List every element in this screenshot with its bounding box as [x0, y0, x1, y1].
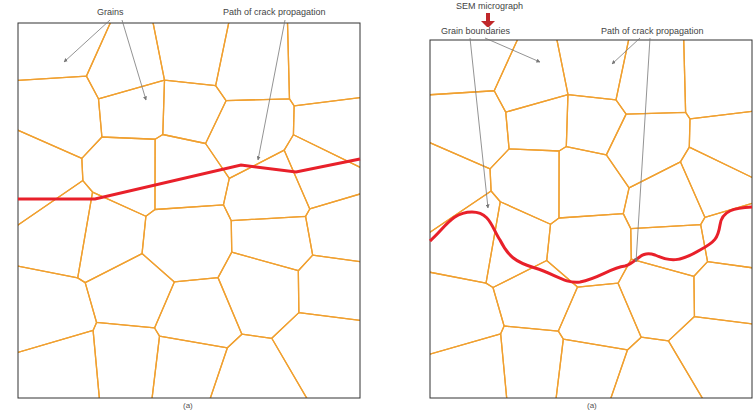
grain-boundary [430, 272, 504, 355]
grain-boundary [18, 266, 97, 353]
grain-boundary [155, 134, 229, 209]
panel-caption: (a) [586, 402, 598, 411]
grain-boundaries [18, 23, 360, 398]
leader-line [258, 20, 285, 160]
grain-boundary [506, 95, 568, 151]
leader-line [64, 20, 110, 62]
panel-frame [430, 40, 752, 398]
grain-boundary [223, 150, 309, 220]
leader-line [485, 38, 540, 62]
grain-boundary [547, 214, 632, 287]
grain-boundary [606, 112, 690, 188]
grain-boundary [231, 216, 312, 270]
grain-boundary [18, 129, 83, 226]
grain-boundary [93, 322, 159, 398]
crack-path [18, 159, 360, 199]
grain-boundary [494, 40, 568, 112]
grain-boundary [430, 334, 507, 398]
grain-boundary [566, 95, 626, 155]
grain-boundary [142, 205, 232, 282]
grain-boundary [298, 255, 360, 321]
leader-line [636, 38, 650, 262]
grain-boundary [668, 317, 752, 398]
label-text: Grain boundaries [440, 27, 511, 37]
label-text: Path of crack propagation [600, 27, 705, 37]
grain-boundary [684, 40, 752, 119]
grain-boundary [218, 252, 299, 338]
grain-boundary [293, 97, 360, 168]
leader-line [612, 38, 640, 64]
grain-boundary [631, 225, 708, 277]
grain-boundary [18, 76, 102, 158]
crack-path [430, 207, 752, 282]
grain-boundary [694, 262, 752, 324]
grain-boundary [210, 334, 308, 398]
leader-line [470, 38, 488, 208]
grain-boundary [272, 313, 360, 398]
grain-boundary [306, 193, 360, 262]
grain-boundary [98, 80, 164, 139]
panel-frame [18, 23, 360, 398]
grain-boundary [689, 111, 752, 178]
grain-boundary [430, 191, 500, 283]
grain-boundary [556, 339, 628, 398]
grain-boundaries [430, 40, 752, 398]
grain-boundary [493, 260, 578, 331]
grain-boundary [152, 336, 228, 398]
label-text: Grains [96, 8, 125, 18]
label-text: SEM micrograph [455, 2, 524, 12]
grain-boundary [618, 259, 694, 341]
leader-line [122, 20, 146, 100]
grain-boundary [559, 147, 629, 218]
grain-boundary [430, 91, 509, 169]
label-text: Path of crack propagation [222, 8, 327, 18]
grain-boundary [85, 254, 174, 328]
grain-boundary [623, 162, 705, 229]
grain-boundary [163, 80, 226, 143]
panel-caption: (a) [182, 402, 194, 411]
grain-boundary [501, 326, 564, 398]
grain-boundary [216, 23, 290, 101]
grain-boundary [610, 337, 703, 398]
grain-boundary [18, 330, 100, 398]
red-arrow [486, 13, 490, 22]
grain-boundary [430, 142, 491, 234]
grain-boundary [86, 23, 164, 99]
grain-boundary [18, 181, 93, 278]
grain-boundary [287, 23, 360, 106]
